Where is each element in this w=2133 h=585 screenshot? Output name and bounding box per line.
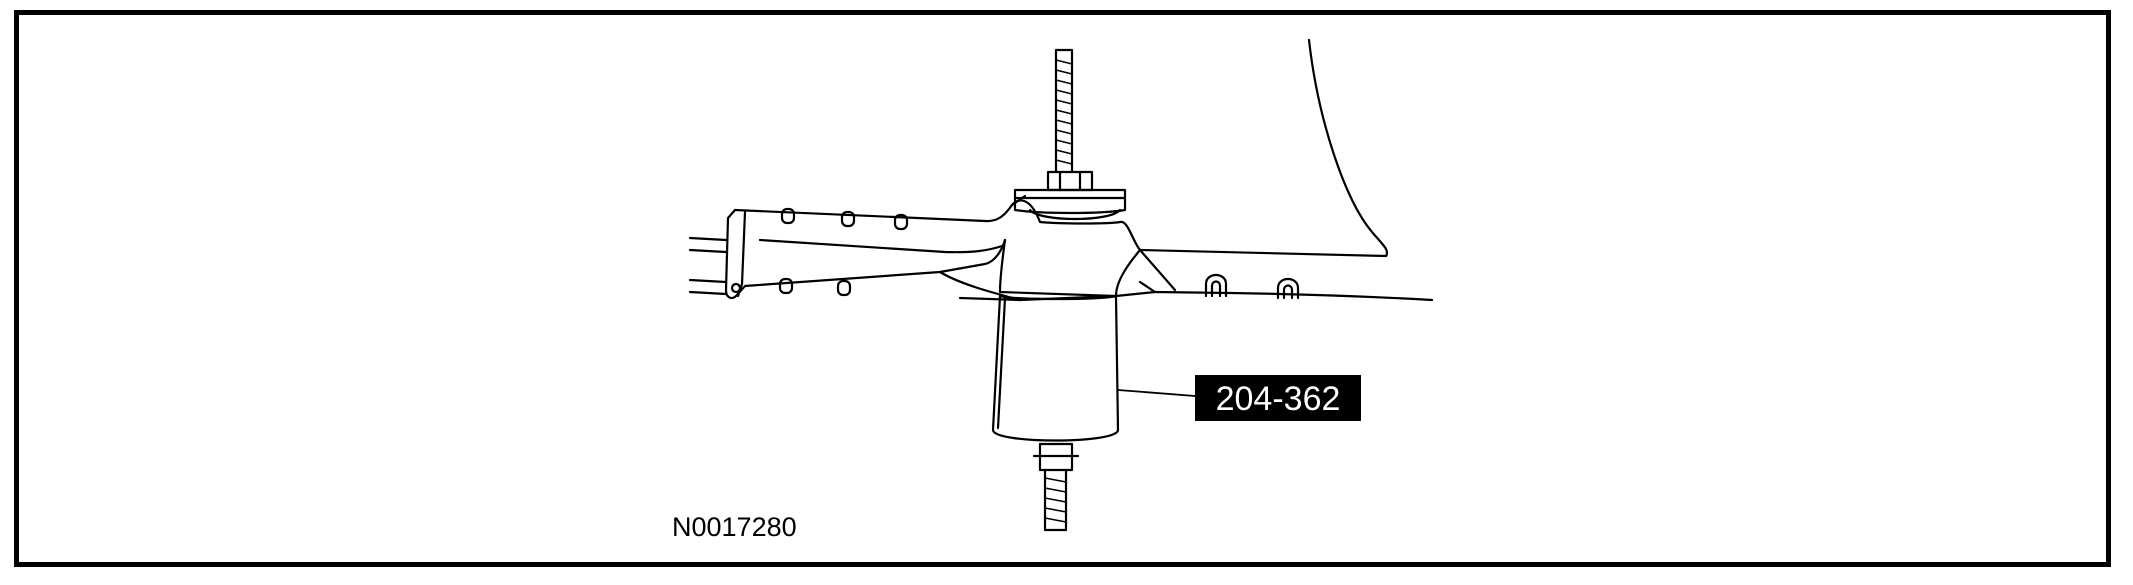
callout-leader-line: [1117, 389, 1196, 397]
control-arm: [733, 194, 1027, 223]
figure-id: N0017280: [672, 512, 797, 542]
figure-frame: [14, 10, 2111, 567]
upper-nut: [1046, 170, 1094, 192]
lower-threaded-rod: [1043, 468, 1068, 532]
upper-washer: [1013, 188, 1127, 215]
bracket-loop-2: [1276, 277, 1300, 300]
body-panel-outline: [1307, 38, 1389, 258]
frame-rail: [1153, 290, 1434, 302]
lower-nut: [1038, 442, 1074, 472]
tool-upper-housing: [1010, 199, 1142, 252]
tool-callout: 204-362: [1195, 375, 1361, 421]
bracket-loop-1: [1204, 273, 1228, 298]
tool-cylinder: [991, 294, 1120, 442]
callout-label: 204-362: [1216, 380, 1341, 418]
